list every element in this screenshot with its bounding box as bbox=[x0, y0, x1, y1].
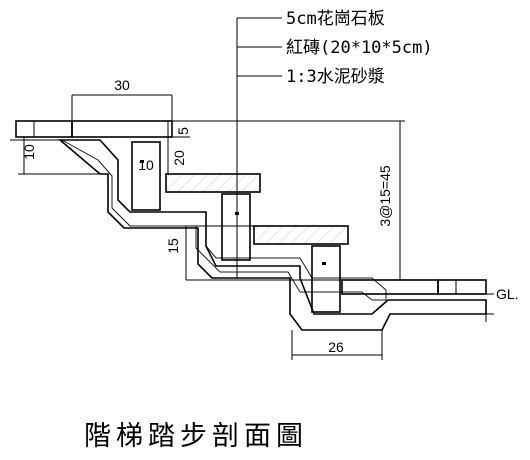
dim-30-label: 30 bbox=[114, 77, 130, 93]
brick-columns bbox=[131, 141, 341, 313]
dim-20-label: 20 bbox=[171, 150, 187, 166]
dim-tread-slab bbox=[71, 94, 173, 121]
drawing-title: 階梯踏步剖面圖 bbox=[84, 421, 308, 452]
dim-5-label: 5 bbox=[175, 127, 191, 135]
dim-15-label: 15 bbox=[165, 238, 181, 254]
ground-label: GL. bbox=[496, 286, 519, 302]
note-granite: 5cm花崗石板 bbox=[286, 9, 385, 29]
note-mortar: 1:3水泥砂漿 bbox=[286, 67, 385, 87]
dim-riser bbox=[185, 225, 342, 281]
dim-tread-depth bbox=[291, 330, 383, 360]
note-leaders bbox=[236, 17, 282, 278]
dim-total-label: 3@15=45 bbox=[377, 165, 393, 227]
brick-marks bbox=[140, 160, 326, 265]
mortar-bed bbox=[60, 139, 387, 301]
dim-10-base-label: 10 bbox=[21, 144, 37, 160]
dim-10-brick-label: 10 bbox=[138, 157, 154, 173]
upper-landing bbox=[10, 120, 173, 141]
tread-hatch bbox=[166, 174, 348, 244]
dim-26-label: 26 bbox=[328, 339, 344, 355]
dim-base-depth bbox=[18, 137, 100, 175]
dim-slab-thickness bbox=[167, 120, 405, 174]
ground bbox=[437, 279, 494, 322]
note-brick: 紅磚(20*10*5cm) bbox=[286, 38, 433, 58]
